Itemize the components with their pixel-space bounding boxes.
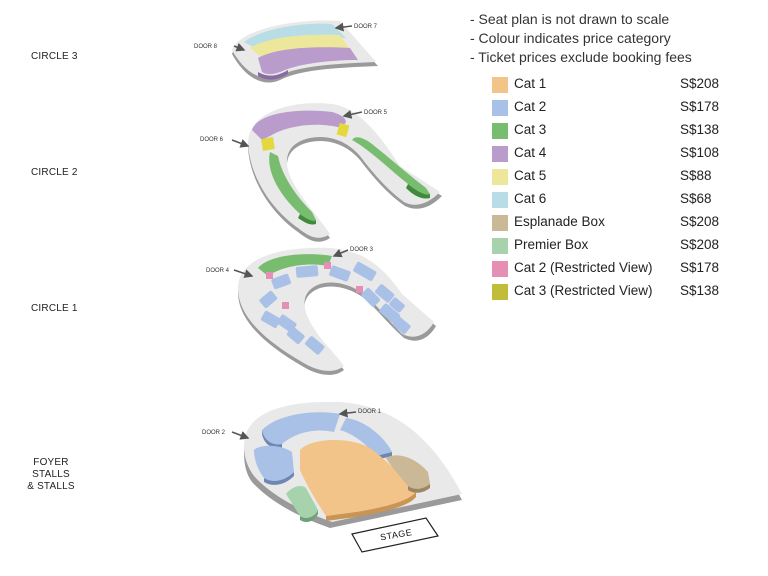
door8-arrow bbox=[233, 43, 246, 52]
stalls-map: STAGE DOOR 1 DOOR 2 bbox=[202, 401, 462, 553]
legend-category-name: Cat 3 bbox=[514, 122, 547, 137]
legend-category-name: Cat 1 bbox=[514, 76, 547, 91]
legend-price: S$208 bbox=[680, 214, 720, 229]
legend-category-name: Cat 4 bbox=[514, 145, 547, 160]
legend-swatch bbox=[492, 238, 508, 254]
door1-arrow bbox=[338, 408, 357, 418]
legend-category-name: Cat 2 bbox=[514, 99, 547, 114]
circle1-cat2-block-8[interactable] bbox=[286, 326, 305, 345]
circle1-cat2r-3[interactable] bbox=[356, 286, 363, 293]
circle2-cat3-left[interactable] bbox=[269, 152, 316, 221]
circle1-cat3-section[interactable] bbox=[258, 254, 332, 276]
note-item: - Ticket prices exclude booking fees bbox=[470, 49, 692, 65]
note-item: - Colour indicates price category bbox=[470, 30, 671, 46]
foyer-stalls-cat2-right[interactable] bbox=[340, 418, 392, 456]
circle1-cat2r-4[interactable] bbox=[282, 302, 289, 309]
note-item: - Seat plan is not drawn to scale bbox=[470, 11, 670, 27]
circle3-map: DOOR 7 DOOR 8 bbox=[194, 20, 378, 83]
circle2-map: DOOR 5 DOOR 6 bbox=[200, 103, 442, 242]
legend-price: S$208 bbox=[680, 76, 720, 91]
foyer-stalls-cat2-center[interactable] bbox=[262, 412, 340, 445]
legend-swatch bbox=[492, 192, 508, 208]
esplanade-box-section[interactable] bbox=[386, 455, 430, 489]
stalls-cat2-left[interactable] bbox=[254, 445, 294, 481]
legend-category-name: Cat 3 (Restricted View) bbox=[514, 283, 653, 298]
legend-swatch bbox=[492, 284, 508, 300]
circle1-cat2-block-3[interactable] bbox=[329, 265, 352, 282]
legend-price: S$178 bbox=[680, 260, 720, 275]
legend-swatch bbox=[492, 146, 508, 162]
legend-price: S$68 bbox=[680, 191, 712, 206]
level-label-stalls: FOYER STALLS & STALLS bbox=[15, 457, 87, 493]
premier-box-section[interactable] bbox=[286, 486, 318, 518]
legend-price: S$108 bbox=[680, 145, 720, 160]
legend-price: S$88 bbox=[680, 168, 712, 183]
door7-label: DOOR 7 bbox=[354, 24, 378, 30]
door4-arrow bbox=[233, 269, 254, 278]
legend-category-name: Esplanade Box bbox=[514, 214, 605, 229]
stage-box bbox=[351, 517, 439, 553]
circle1-cat2-block-1[interactable] bbox=[271, 273, 292, 290]
circle1-cat2-block-13[interactable] bbox=[392, 316, 411, 335]
circle1-cat2-block-10[interactable] bbox=[360, 287, 381, 308]
door6-arrow bbox=[231, 139, 250, 148]
door6-label: DOOR 6 bbox=[200, 137, 224, 143]
circle3-cat4-section[interactable] bbox=[258, 47, 358, 75]
notes: - Seat plan is not drawn to scale - Colo… bbox=[470, 10, 692, 67]
door7-arrow bbox=[334, 22, 353, 32]
circle1-cat2-block-12[interactable] bbox=[378, 303, 401, 324]
legend-category-name: Cat 5 bbox=[514, 168, 547, 183]
circle1-cat2-block-5[interactable] bbox=[259, 290, 278, 309]
legend-swatch bbox=[492, 169, 508, 185]
legend-price: S$178 bbox=[680, 99, 720, 114]
circle1-map: DOOR 3 DOOR 4 bbox=[206, 247, 436, 375]
circle1-cat2r-2[interactable] bbox=[266, 272, 273, 279]
level-label-circle2: CIRCLE 2 bbox=[31, 167, 78, 178]
legend-category-name: Cat 6 bbox=[514, 191, 547, 206]
door3-label: DOOR 3 bbox=[350, 247, 374, 253]
circle1-cat2-block-9[interactable] bbox=[304, 335, 325, 355]
legend-swatch bbox=[492, 215, 508, 231]
circle2-cat5-left[interactable] bbox=[261, 137, 275, 151]
level-label-circle1: CIRCLE 1 bbox=[31, 303, 78, 314]
legend-swatch bbox=[492, 123, 508, 139]
door2-arrow bbox=[231, 431, 250, 440]
legend-category-name: Premier Box bbox=[514, 237, 589, 252]
circle1-cat2-block-2[interactable] bbox=[295, 265, 319, 278]
level-label-circle3: CIRCLE 3 bbox=[31, 51, 78, 62]
legend-category-name: Cat 2 (Restricted View) bbox=[514, 260, 653, 275]
circle1-cat2r-1[interactable] bbox=[324, 262, 331, 269]
door8-label: DOOR 8 bbox=[194, 44, 218, 50]
circle2-cat4-section[interactable] bbox=[252, 110, 346, 140]
door4-label: DOOR 4 bbox=[206, 268, 230, 274]
stalls-cat1-section[interactable] bbox=[300, 439, 416, 516]
circle1-cat2-block-6[interactable] bbox=[260, 310, 281, 329]
legend-price: S$208 bbox=[680, 237, 720, 252]
circle2-cat3-right[interactable] bbox=[352, 137, 430, 195]
door2-label: DOOR 2 bbox=[202, 430, 226, 436]
legend-swatch bbox=[492, 77, 508, 93]
circle1-cat2-block-11[interactable] bbox=[374, 283, 395, 303]
door3-arrow bbox=[332, 248, 349, 258]
level-label-stalls-line2: & STALLS bbox=[27, 481, 75, 492]
legend-price: S$138 bbox=[680, 122, 720, 137]
legend-swatch bbox=[492, 261, 508, 277]
door1-label: DOOR 1 bbox=[358, 409, 382, 415]
circle1-cat2-block-4[interactable] bbox=[352, 261, 377, 282]
legend-price: S$138 bbox=[680, 283, 720, 298]
circle1-cat2-block-14[interactable] bbox=[388, 297, 405, 314]
circle2-cat5-right[interactable] bbox=[336, 122, 350, 138]
door5-label: DOOR 5 bbox=[364, 110, 388, 116]
legend-swatch bbox=[492, 100, 508, 116]
door5-arrow bbox=[342, 109, 363, 119]
level-label-stalls-line1: FOYER STALLS bbox=[32, 457, 70, 480]
